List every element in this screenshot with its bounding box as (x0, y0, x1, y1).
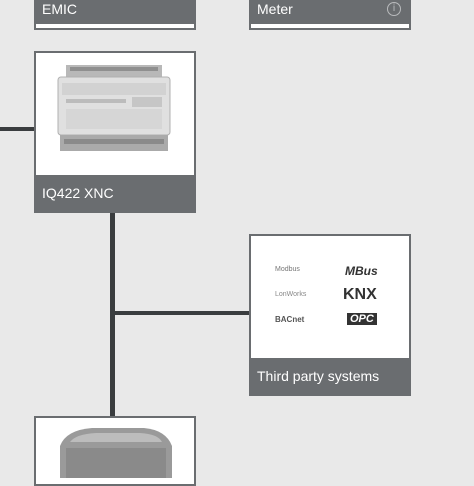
modbus-logo: Modbus (275, 266, 300, 273)
emic-node[interactable]: EMIC (34, 0, 196, 30)
connector-to-third-party (110, 311, 252, 315)
iq422-node[interactable]: IQ422 XNC (34, 51, 196, 213)
lonworks-logo: LonWorks (275, 291, 307, 298)
meter-label: Meter (257, 1, 293, 17)
opc-logo: OPC (347, 313, 377, 325)
knx-logo: KNX (343, 286, 377, 303)
bacnet-logo: BACnet (275, 315, 305, 324)
info-icon[interactable]: i (387, 2, 401, 16)
device-enclosure-image (60, 428, 172, 478)
meter-label-bar: Meter i (251, 0, 409, 24)
connector-left-horizontal (0, 127, 36, 131)
iq422-label: IQ422 XNC (36, 175, 194, 211)
bottom-device-node[interactable] (34, 416, 196, 486)
controller-device-image (57, 65, 171, 151)
third-party-node[interactable]: Modbus MBus LonWorks KNX BACnet OPC Thir… (249, 234, 411, 396)
third-party-label: Third party systems (251, 358, 409, 394)
meter-node[interactable]: Meter i (249, 0, 411, 30)
emic-label: EMIC (36, 0, 194, 24)
mbus-logo: MBus (345, 264, 378, 278)
